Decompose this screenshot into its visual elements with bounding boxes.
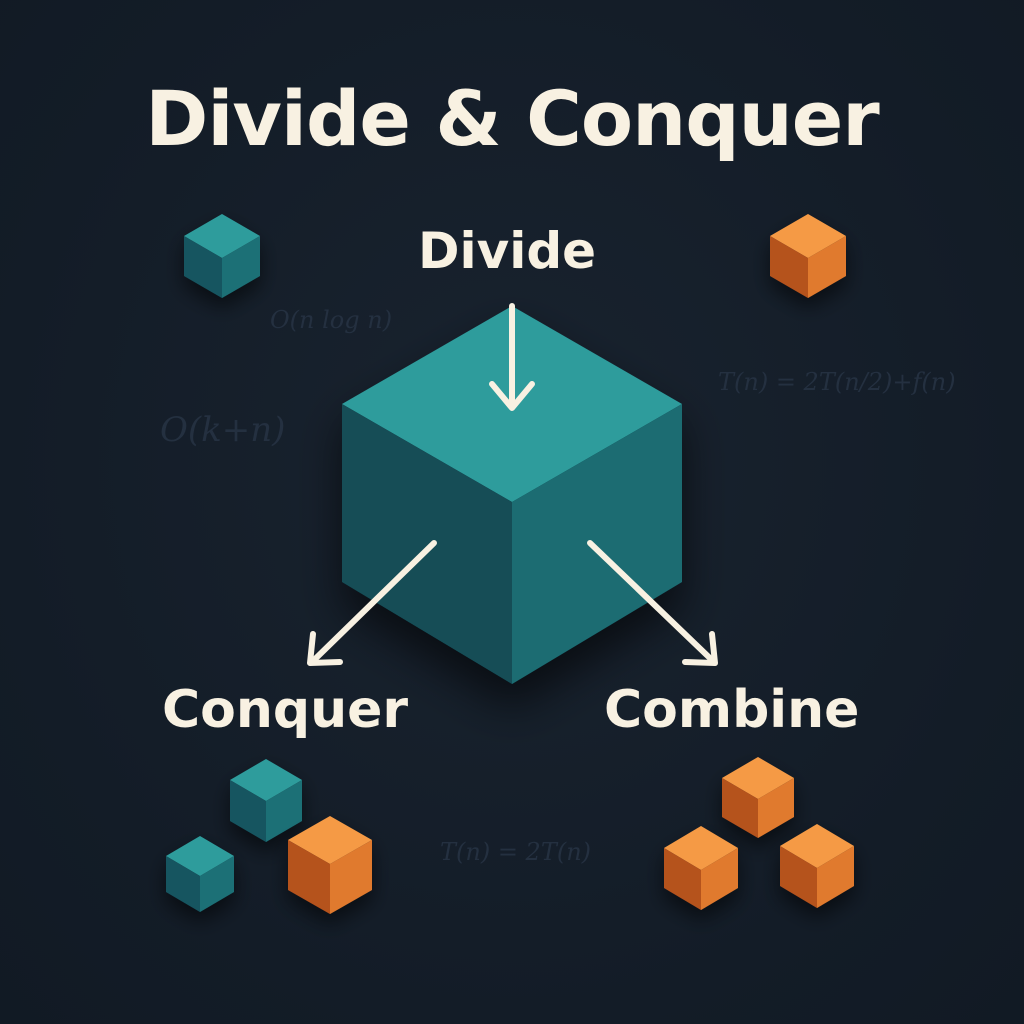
step-label-divide: Divide bbox=[418, 222, 597, 280]
background-formula-recurrence: T(n) = 2T(n/2)+f(n) bbox=[718, 368, 956, 396]
arrow-conquer bbox=[307, 540, 437, 666]
diagram-title: Divide & Conquer bbox=[145, 74, 880, 163]
cube-orange-conquer bbox=[288, 816, 372, 914]
cube-teal-conquer-2 bbox=[166, 836, 234, 912]
cube-teal-top-left bbox=[184, 214, 260, 298]
background-formula-bottom: T(n) = 2T(n) bbox=[440, 838, 592, 866]
cube-orange-combine-right bbox=[780, 824, 854, 908]
step-label-conquer: Conquer bbox=[162, 680, 409, 740]
cube-orange-combine-left bbox=[664, 826, 738, 910]
cube-teal-conquer-1 bbox=[230, 759, 302, 842]
arrow-combine bbox=[587, 540, 718, 666]
step-label-combine: Combine bbox=[604, 680, 860, 740]
cube-orange-top-right bbox=[770, 214, 846, 298]
cube-orange-combine-top bbox=[722, 757, 794, 838]
arrow-divide-down bbox=[489, 303, 535, 411]
background-formula-complexity: O(n log n) bbox=[270, 306, 393, 334]
background-formula-linear: O(k+n) bbox=[160, 410, 286, 450]
